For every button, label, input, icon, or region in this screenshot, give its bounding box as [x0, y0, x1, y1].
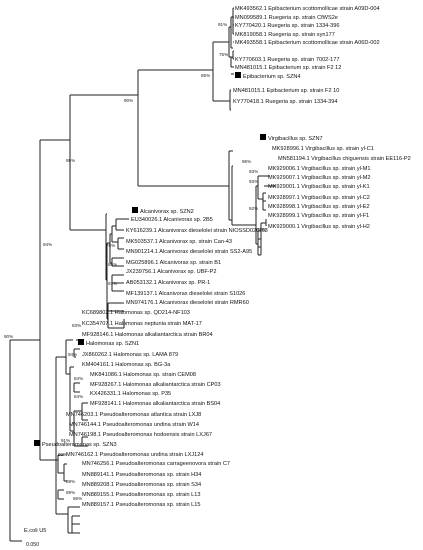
bootstrap-label: 92%: [249, 206, 258, 211]
tree-leaf-label: KY770603.1 Ruegeria sp. strain 7002-177: [235, 57, 340, 63]
tree-leaf-label: MK819058.1 Ruegeria sp. strain syn177: [235, 32, 335, 38]
tree-leaf-label: MK928997.1 Virgibacillus sp. strain yl-C…: [268, 195, 370, 201]
bootstrap-label: 89%: [66, 490, 75, 495]
isolate-marker-szn1: [78, 339, 84, 345]
tree-leaf-label: MG025896.1 Alcanivorax sp. strain B1: [126, 260, 221, 266]
tree-leaf-label: MF928267.1 Halomonas alkaliantarctica st…: [90, 382, 221, 388]
tree-leaf-label: MN901214.1 Alcanivorax dieselolei strain…: [126, 249, 252, 255]
tree-leaf-label: MN746256.1 Pseudoalteromonas carrageenov…: [82, 461, 230, 467]
tree-leaf-label: MN889208.1 Pseudoalteromonas sp. strain …: [82, 482, 201, 488]
tree-leaf-label: MK929006.1 Virgibacillus sp. strain yl-M…: [268, 166, 371, 172]
tree-leaf-label: MK841086.1 Halomonas sp. strain CEM08: [90, 372, 196, 378]
tree-leaf-label: MK503537.1 Alcanivorax sp. strain Can-43: [126, 239, 232, 245]
bootstrap-label: 86%: [73, 496, 82, 501]
tree-leaf-label: MF928141.1 Halomonas alkaliantarctica st…: [90, 401, 220, 407]
bootstrap-label: 84%: [74, 376, 83, 381]
bootstrap-label: 93%: [257, 227, 266, 232]
tree-leaf-label: MN746162.1 Pseudoalteromonas undina stra…: [66, 452, 203, 458]
tree-leaf-label: MF139137.1 Alcanivorax dieselolei strain…: [126, 291, 245, 297]
tree-leaf-label: AB053132.1 Alcanivorax sp. PR-1: [126, 280, 210, 286]
bootstrap-label: 93%: [249, 169, 258, 174]
bootstrap-label: 90%: [4, 334, 13, 339]
bootstrap-label: 94%: [68, 352, 77, 357]
bootstrap-label: 92%: [58, 452, 67, 457]
tree-leaf-label: JX239756.1 Alcanivorax sp. UBF-P2: [126, 269, 216, 275]
leaf-labels: MK493562.1 Epibacterium scottomollicae s…: [24, 6, 411, 534]
tree-leaf-label: KM404161.1 Halomonas sp. BG-3a: [82, 362, 171, 368]
bootstrap-label: 91%: [218, 22, 227, 27]
bootstrap-label: 89%: [66, 479, 75, 484]
bootstrap-label: 76%: [106, 243, 115, 248]
tree-leaf-label: MK929007.1 Virgibacillus sp. strain yl-M…: [268, 175, 371, 181]
tree-leaf-label: Virgibacillus sp. SZN7: [268, 136, 323, 142]
tree-leaf-label: KY770418.1 Ruegeria sp. strain 1334-394: [233, 99, 338, 105]
bootstrap-values: 91% 75% 85% 90% 96% 93% 93% 92% 93% 95% …: [4, 22, 266, 501]
tree-leaf-label: MN889141.1 Pseudoalteromonas sp. strain …: [82, 472, 201, 478]
tree-leaf-label: Halomonas sp. SZN1: [86, 341, 139, 347]
bootstrap-label: 75%: [219, 52, 228, 57]
isolate-marker-szn4: [235, 72, 241, 78]
bootstrap-label: 83%: [72, 323, 81, 328]
bootstrap-label: 85%: [201, 73, 210, 78]
tree-leaf-label: KX426331.1 Halomonas sp. P35: [90, 391, 171, 397]
bootstrap-label: 94%: [43, 242, 52, 247]
tree-leaf-label: MK928999.1 Virgibacillus sp. strain yl-F…: [268, 213, 369, 219]
tree-leaf-label: MN481015.1 Epibacterium sp. strain F2 10: [233, 88, 339, 94]
tree-leaf-label: KC354707.1 Halomonas neptunia strain MAT…: [82, 321, 202, 327]
tree-leaf-label: MN746198.1 Pseudoalteromonas hodoensis s…: [69, 432, 212, 438]
tree-leaf-label: MK928998.1 Virgibacillus sp. strain yl-E…: [268, 204, 370, 210]
tree-leaf-label: KY770420.1 Ruegeria sp. strain 1334-396: [235, 23, 340, 29]
tree-leaf-label: E.coli U5: [24, 528, 46, 534]
bootstrap-label: 91%: [108, 281, 117, 286]
bootstrap-label: 93%: [249, 179, 258, 184]
tree-leaf-label: MN746203.1 Pseudoalteromonas atlantica s…: [66, 412, 201, 418]
isolate-markers: [34, 72, 266, 446]
bootstrap-label: 84%: [74, 394, 83, 399]
bootstrap-label: 91%: [61, 438, 70, 443]
tree-branches: [9, 7, 276, 542]
tree-leaf-label: MN099589.1 Ruegeria sp. strain CfWS2e: [235, 15, 338, 21]
tree-leaf-label: MK493562.1 Epibacterium scottomollicae s…: [235, 6, 380, 12]
tree-leaf-label: MK929000.1 Virgibacillus sp. strain yl-H…: [268, 224, 370, 230]
tree-leaf-label: KC689802.1 Halomonas sp. QD214-NF103: [82, 310, 190, 316]
tree-leaf-label: MK929001.1 Virgibacillus sp. strain yl-K…: [268, 184, 370, 190]
tree-leaf-label: Alcanivorax sp. SZN2: [140, 209, 194, 215]
tree-leaf-label: MK928996.1 Virgibacillus sp. strain yl-C…: [272, 146, 374, 152]
tree-leaf-label: JX860262.1 Halomonas sp. LAMA 879: [82, 352, 178, 358]
isolate-marker-szn2: [132, 207, 138, 213]
tree-leaf-label: MN889157.1 Pseudoalteromonas sp. strain …: [82, 502, 200, 508]
tree-leaf-label: MN481015.1 Epibacterium sp. strain F2 12: [235, 65, 341, 71]
tree-leaf-label: MN889155.1 Pseudoalteromonas sp. strain …: [82, 492, 200, 498]
bootstrap-label: 95%: [66, 158, 75, 163]
tree-leaf-label: Epibacterium sp. SZN4: [243, 74, 301, 80]
scale-bar-label: 0.050: [26, 542, 39, 548]
tree-leaf-label: MK493558.1 Epibacterium scottomollicae s…: [235, 40, 380, 46]
bootstrap-label: 96%: [242, 159, 251, 164]
tree-leaf-label: MF928146.1 Halomonas alkaliantarctica st…: [82, 332, 213, 338]
bootstrap-label: 86%: [108, 262, 117, 267]
tree-leaf-label: MN581194.1 Virgibacillus chiguensis stra…: [278, 156, 411, 162]
isolate-marker-szn7: [260, 134, 266, 140]
tree-leaf-label: MN974176.1 Alcanivorax dieselolei strain…: [126, 300, 249, 306]
tree-leaf-label: MN746144.1 Pseudoalteromonas undina stra…: [69, 422, 199, 428]
bootstrap-label: 90%: [124, 98, 133, 103]
tree-leaf-label: Pseudoalteromonas sp. SZN3: [42, 442, 117, 448]
tree-leaf-label: KY616239.1 Alcanivorax dieselolei strain…: [126, 228, 268, 234]
isolate-marker-szn3: [34, 440, 40, 446]
tree-leaf-label: EU340026.1 Alcanivorax sp. 2B5: [131, 217, 213, 223]
